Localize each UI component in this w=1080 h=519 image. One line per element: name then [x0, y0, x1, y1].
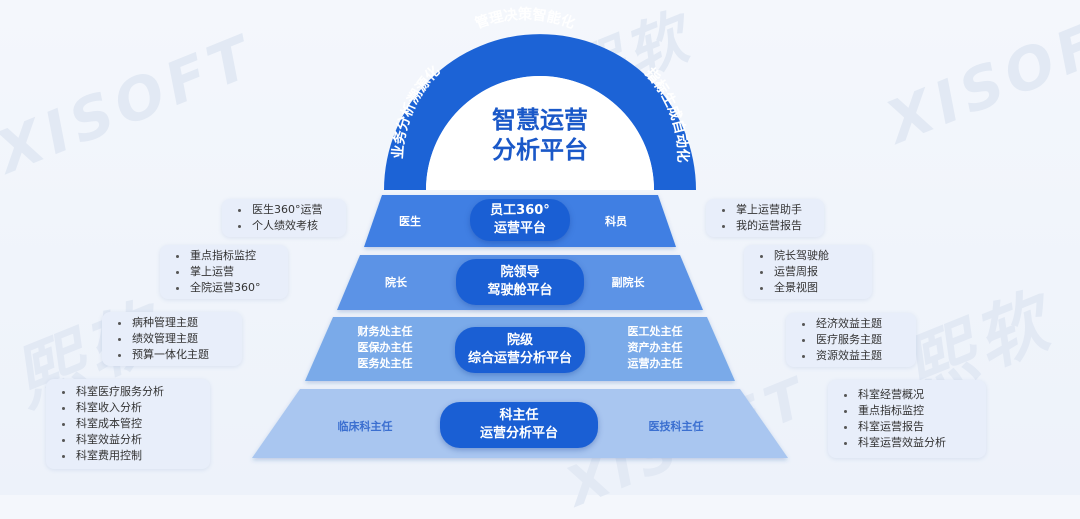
svg-text:管理决策智能化: 管理决策智能化	[473, 6, 577, 32]
list-item: 资源效益主题	[802, 348, 916, 364]
pill-line: 员工360°	[490, 203, 550, 218]
tier-3-right-labels: 医工处主任 资产办主任 运营办主任	[615, 324, 695, 372]
list-item: 科室经营概况	[844, 387, 986, 403]
list-item: 科室费用控制	[62, 448, 210, 464]
platform-title: 智慧运营 分析平台	[440, 105, 640, 165]
platform-title-line1: 智慧运营	[492, 106, 588, 134]
role-label: 资产办主任	[627, 341, 683, 354]
role-label: 医生	[399, 215, 421, 228]
list-item: 全景视图	[760, 280, 872, 296]
tier-4-right-box: 科室经营概况 重点指标监控 科室运营报告 科室运营效益分析	[828, 380, 986, 458]
list-item: 运营周报	[760, 264, 872, 280]
list-item: 科室效益分析	[62, 432, 210, 448]
list-item: 预算一体化主题	[118, 347, 242, 363]
role-label: 医技科主任	[648, 420, 704, 433]
tier-1-left-label: 医生	[380, 214, 440, 230]
pill-line: 运营平台	[493, 221, 546, 236]
list-item: 科室运营报告	[844, 419, 986, 435]
list-item: 院长驾驶舱	[760, 248, 872, 264]
role-label: 医工处主任	[627, 325, 683, 338]
arc-top-text: 管理决策智能化	[473, 6, 577, 32]
tier-2-right-box: 院长驾驶舱 运营周报 全景视图	[744, 245, 872, 299]
list-item: 医生360°运营	[238, 202, 346, 218]
role-label: 临床科主任	[337, 420, 393, 433]
tier-1-center-pill[interactable]: 员工360° 运营平台	[470, 199, 570, 241]
list-item: 我的运营报告	[722, 218, 824, 234]
pill-line: 运营分析平台	[479, 426, 558, 441]
tier-2-left-label: 院长	[366, 275, 426, 291]
list-item: 掌上运营助手	[722, 202, 824, 218]
center-disc	[426, 76, 654, 190]
outer-arc-band	[384, 34, 696, 190]
list-item: 病种管理主题	[118, 315, 242, 331]
tier-2-center-pill[interactable]: 院领导 驾驶舱平台	[456, 259, 584, 305]
tier-1-right-box: 掌上运营助手 我的运营报告	[706, 199, 824, 237]
tier-2-right-label: 副院长	[598, 275, 658, 291]
tier-2-left-box: 重点指标监控 掌上运营 全院运营360°	[160, 245, 288, 299]
role-label: 医务处主任	[357, 357, 413, 370]
tier-4-right-label: 医技科主任	[636, 419, 716, 435]
pill-line: 院级	[506, 333, 533, 348]
tier-3-center-pill[interactable]: 院级 综合运营分析平台	[455, 327, 585, 373]
role-label: 财务处主任	[357, 325, 413, 338]
pill-line: 综合运营分析平台	[467, 351, 572, 366]
tier-4-center-pill[interactable]: 科主任 运营分析平台	[440, 402, 598, 448]
list-item: 重点指标监控	[844, 403, 986, 419]
tier-4-left-label: 临床科主任	[325, 419, 405, 435]
list-item: 掌上运营	[176, 264, 288, 280]
tier-1-right-label: 科员	[586, 214, 646, 230]
platform-title-line2: 分析平台	[492, 136, 588, 164]
list-item: 个人绩效考核	[238, 218, 346, 234]
list-item: 全院运营360°	[176, 280, 288, 296]
list-item: 经济效益主题	[802, 316, 916, 332]
list-item: 重点指标监控	[176, 248, 288, 264]
role-label: 科员	[605, 215, 627, 228]
list-item: 科室运营效益分析	[844, 435, 986, 451]
role-label: 医保办主任	[357, 341, 413, 354]
tier-3-left-labels: 财务处主任 医保办主任 医务处主任	[345, 324, 425, 372]
list-item: 绩效管理主题	[118, 331, 242, 347]
role-label: 副院长	[611, 276, 645, 289]
pill-line: 院领导	[500, 265, 540, 280]
role-label: 运营办主任	[627, 357, 683, 370]
list-item: 科室成本管控	[62, 416, 210, 432]
list-item: 科室收入分析	[62, 400, 210, 416]
tier-3-right-box: 经济效益主题 医疗服务主题 资源效益主题	[786, 313, 916, 367]
list-item: 医疗服务主题	[802, 332, 916, 348]
tier-1-left-box: 医生360°运营 个人绩效考核	[222, 199, 346, 237]
role-label: 院长	[385, 276, 407, 289]
list-item: 科室医疗服务分析	[62, 384, 210, 400]
tier-3-left-box: 病种管理主题 绩效管理主题 预算一体化主题	[102, 312, 242, 366]
pill-line: 驾驶舱平台	[487, 283, 553, 298]
tier-4-left-box: 科室医疗服务分析 科室收入分析 科室成本管控 科室效益分析 科室费用控制	[46, 379, 210, 469]
pill-line: 科主任	[499, 408, 539, 423]
